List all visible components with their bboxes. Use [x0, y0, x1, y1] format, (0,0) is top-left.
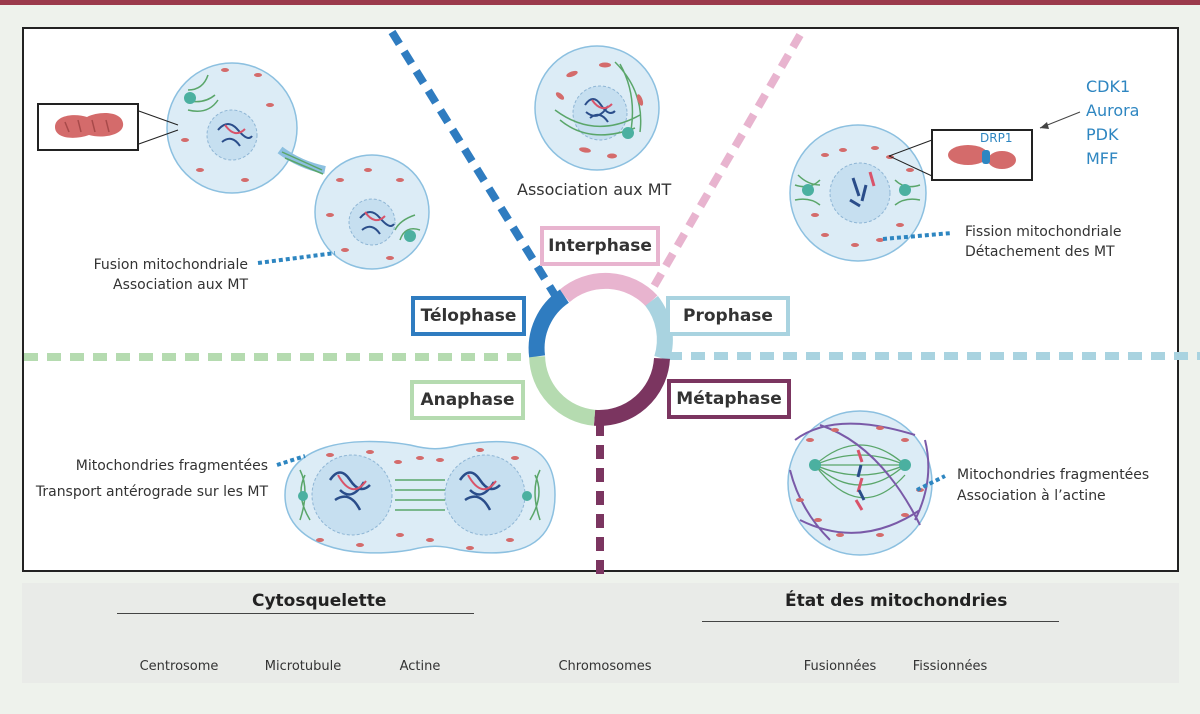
telophase-cells	[166, 62, 430, 270]
legend-label-centrosome: Centrosome	[139, 659, 219, 674]
top-bar	[0, 0, 1200, 5]
ring-metaphase	[593, 357, 670, 426]
caption-anaphase-1: Mitochondries fragmentées	[75, 458, 268, 474]
metaphase-cell	[787, 410, 933, 556]
ring-telophase	[528, 289, 570, 358]
phase-label-prophase: Prophase	[666, 296, 790, 336]
legend-divider-mitochondries	[702, 621, 1059, 622]
phase-label-anaphase: Anaphase	[410, 380, 525, 420]
cycle-ring	[528, 272, 673, 426]
divider-lines	[24, 29, 1200, 575]
caption-leaders	[257, 231, 953, 492]
caption-anaphase-2: Transport antérograde sur les MT	[35, 484, 268, 500]
anaphase-cell	[284, 440, 556, 554]
phase-label-interphase: Interphase	[540, 226, 660, 266]
phase-label-telophase: Télophase	[411, 296, 526, 336]
divider-telophase-interphase	[388, 29, 562, 303]
kinase-cdk1: CDK1	[1086, 77, 1131, 96]
caption-telophase-2: Association aux MT	[113, 277, 248, 293]
legend-label-microtubule: Microtubule	[264, 659, 342, 674]
legend-panel	[22, 583, 1179, 683]
caption-telophase-1: Fusion mitochondriale	[93, 257, 248, 273]
caption-prophase-2: Détachement des MT	[965, 244, 1115, 260]
phase-label-metaphase: Métaphase	[667, 379, 791, 419]
drp1-label: DRP1	[980, 131, 1013, 145]
legend-title-mitochondries: État des mitochondries	[785, 591, 1008, 611]
fused-mito-callout	[37, 103, 179, 151]
legend-label-actine: Actine	[399, 659, 441, 674]
ring-interphase	[559, 272, 658, 307]
divider-interphase-prophase	[642, 32, 804, 303]
drp1-callout	[888, 111, 1081, 181]
kinase-mff: MFF	[1086, 149, 1119, 168]
kinase-aurora: Aurora	[1086, 101, 1140, 120]
kinase-pdk: PDK	[1086, 125, 1119, 144]
caption-metaphase-2: Association à l’actine	[957, 488, 1106, 504]
caption-metaphase-1: Mitochondries fragmentées	[957, 467, 1150, 483]
legend-divider-cytosquelette	[117, 613, 474, 614]
ring-anaphase	[529, 355, 596, 426]
legend-title-cytosquelette: Cytosquelette	[252, 591, 387, 611]
legend-label-chromosomes: Chromosomes	[558, 659, 652, 674]
interphase-cell	[534, 45, 660, 171]
legend-label-fusionnees: Fusionnées	[803, 659, 877, 674]
caption-interphase: Association aux MT	[517, 180, 672, 199]
caption-prophase-1: Fission mitochondriale	[965, 224, 1122, 240]
ring-prophase	[645, 295, 673, 361]
legend-label-fissionnees: Fissionnées	[912, 659, 988, 674]
prophase-cell	[789, 124, 927, 262]
